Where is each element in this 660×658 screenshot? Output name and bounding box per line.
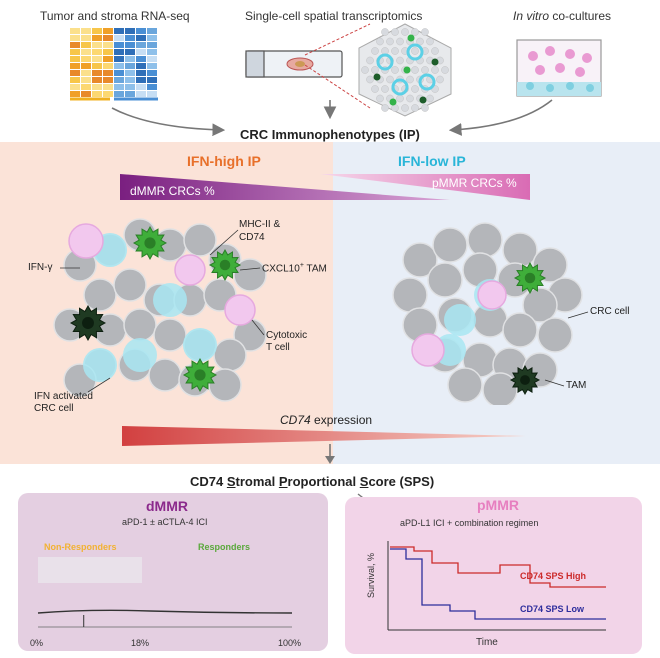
sps-part: roportional <box>287 474 360 489</box>
km-low-curve <box>390 548 606 620</box>
crc-cell-label: CRC cell <box>590 306 630 317</box>
non-responders-label: Non-Responders <box>44 542 117 552</box>
down-arrow <box>325 444 335 464</box>
cytotoxic-label-1: Cytotoxic <box>266 330 308 341</box>
dmmr-panel-subtitle: aPD-1 ± aCTLA-4 ICI <box>122 517 208 527</box>
spatial-hexagon-icon <box>358 23 452 117</box>
sps-title: CD74 Stromal Proportional Score (SPS) <box>190 474 434 489</box>
ifn-low-label: IFN-low IP <box>398 153 466 169</box>
mmr-wedge-bars <box>120 174 530 200</box>
pmmr-panel-subtitle: aPD-L1 ICI + combination regimen <box>400 518 539 528</box>
ifn-high-label: IFN-high IP <box>187 153 261 169</box>
converging-arrows <box>111 99 553 137</box>
cd74-gradient-wedge <box>122 426 526 446</box>
tick-100: 100% <box>278 638 302 648</box>
cxcl10-pre: CXCL10 <box>262 263 300 275</box>
responders-label: Responders <box>198 542 251 552</box>
sps-part: core (SPS) <box>368 474 435 489</box>
cd74-italic: CD74 <box>280 413 311 427</box>
sps-part: S <box>226 474 236 489</box>
km-high-curve <box>390 546 606 588</box>
mhc-label-2: CD74 <box>239 232 265 243</box>
km-xlabel: Time <box>476 637 498 648</box>
mhc-label-1: MHC-II & <box>239 219 281 230</box>
annotation-leaders <box>60 229 589 393</box>
t-cell-icon <box>68 223 104 259</box>
ifn-activated-label-2: CRC cell <box>34 403 74 414</box>
cytotoxic-label-2: T cell <box>266 342 290 353</box>
ifn-activated-label-1: IFN activated <box>34 391 93 402</box>
invitro-label-rest: co-cultures <box>549 9 612 23</box>
ifn-gamma-label: IFN-γ <box>28 262 53 273</box>
pmmr-panel-title: pMMR <box>477 497 519 513</box>
ifn-high-tumor-cluster <box>53 218 267 402</box>
petri-dish-icon <box>516 39 602 97</box>
km-plot <box>387 541 606 631</box>
pmmr-wedge <box>320 174 530 200</box>
sps-part: S <box>359 474 369 489</box>
cxcl10-tam-label: CXCL10+ TAM <box>262 262 327 274</box>
rnaseq-label: Tumor and stroma RNA-seq <box>40 9 190 23</box>
pmmr-bar-label: pMMR CRCs % <box>432 176 517 190</box>
ip-title: CRC Immunophenotypes (IP) <box>240 127 420 142</box>
spatial-label: Single-cell spatial transcriptomics <box>245 9 423 23</box>
t-cell-icon <box>411 333 445 367</box>
t-cell-icon <box>477 280 507 310</box>
ifn-low-tumor-cluster <box>392 222 583 405</box>
km-high-label: CD74 SPS High <box>520 571 587 581</box>
sps-part: tromal <box>235 474 279 489</box>
sps-part: P <box>278 474 288 489</box>
sps-part: CD74 <box>190 474 227 489</box>
km-low-label: CD74 SPS Low <box>520 604 585 614</box>
tick-0: 0% <box>30 638 44 648</box>
cytotoxic-t-cell-icon <box>224 294 256 326</box>
cxcl10-sup: + <box>299 262 304 269</box>
dmmr-wedge <box>120 174 450 200</box>
cxcl10-post: TAM <box>303 263 327 275</box>
tam-label: TAM <box>566 380 587 391</box>
cd74-expression-label: CD74 expression <box>280 413 372 427</box>
invitro-label-italic: In vitro <box>513 9 550 23</box>
heatmap-icon <box>70 28 158 101</box>
tick-18: 18% <box>131 638 150 648</box>
pmmr-panel <box>345 497 642 654</box>
km-ylabel: Survival, % <box>366 552 376 598</box>
tissue-slide-icon <box>245 50 343 78</box>
zoom-lines <box>304 23 371 109</box>
t-cell-icon <box>174 254 206 286</box>
invitro-label: In vitro co-cultures <box>513 9 611 23</box>
dmmr-bar-label: dMMR CRCs % <box>130 184 215 198</box>
dmmr-panel-title: dMMR <box>146 498 188 514</box>
cd74-rest: expression <box>310 413 373 427</box>
dmmr-threshold-axis <box>37 557 293 628</box>
